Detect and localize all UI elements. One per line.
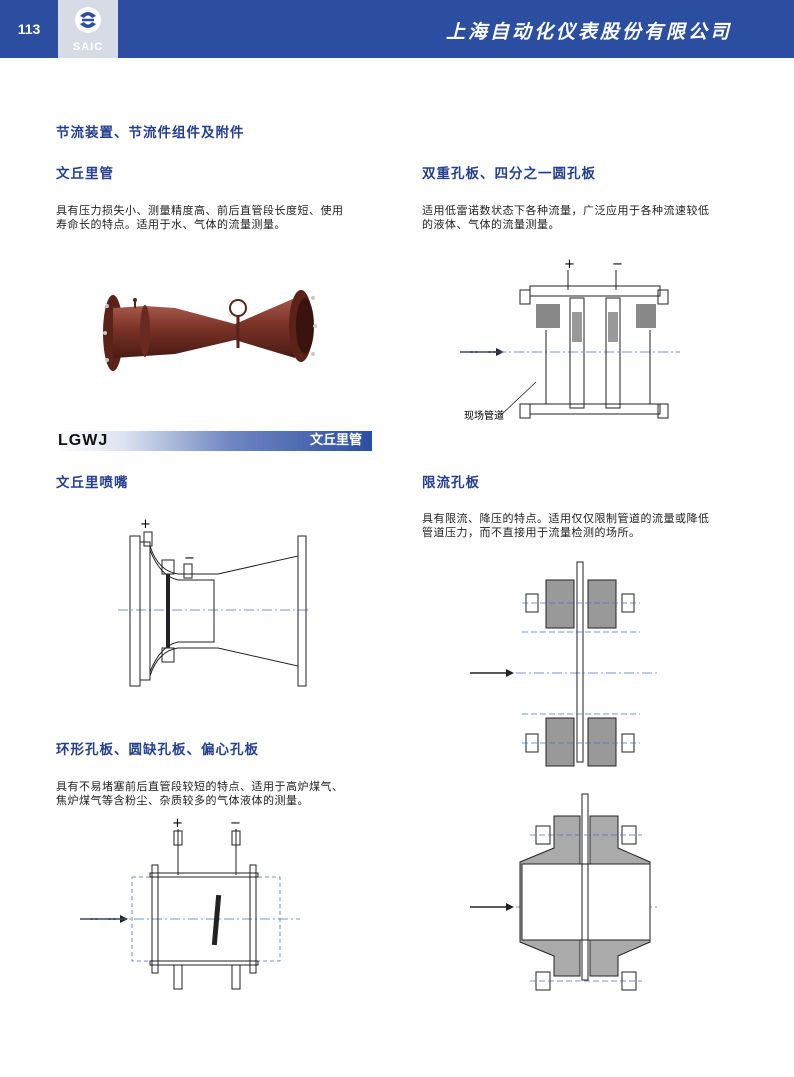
- double-desc-line1: 适用低雷诺数状态下各种流量，广泛应用于各种流速较低: [422, 204, 710, 217]
- logo-text: SAIC: [72, 41, 104, 53]
- limit-title: 限流孔板: [422, 475, 480, 491]
- double-desc-line2: 的液体、气体的流量测量。: [422, 218, 560, 231]
- ring-minus-label: −: [230, 816, 241, 831]
- venturi-desc: 具有压力损失小、测量精度高、前后直管段长度短、使用 寿命长的特点。适用于水、气体…: [56, 204, 344, 232]
- ring-plus-label: +: [172, 816, 183, 831]
- nozzle-plus-label: +: [140, 517, 151, 532]
- double-title: 双重孔板、四分之一圆孔板: [422, 166, 596, 182]
- venturi-desc-line2: 寿命长的特点。适用于水、气体的流量测量。: [56, 218, 286, 231]
- nozzle-diagram: + −: [118, 517, 310, 687]
- ring-desc-line1: 具有不易堵塞前后直管段较短的特点、适用于高炉煤气、: [56, 780, 344, 793]
- ring-desc: 具有不易堵塞前后直管段较短的特点、适用于高炉煤气、 焦炉煤气等含粉尘、杂质较多的…: [56, 780, 344, 808]
- limit-desc-line2: 管道压力，而不直接用于流量检测的场所。: [422, 526, 641, 539]
- company-name: 上海自动化仪表股份有限公司: [445, 21, 732, 43]
- double-pipe-label: 现场管道: [464, 409, 504, 422]
- double-plus-label: +: [564, 257, 575, 272]
- nozzle-minus-label: −: [184, 551, 195, 566]
- saic-logo-icon: [75, 7, 101, 33]
- ring-desc-line2: 焦炉煤气等含粉尘、杂质较多的气体液体的测量。: [56, 794, 309, 807]
- saic-logo: SAIC: [58, 0, 118, 58]
- page-title: 节流装置、节流件组件及附件: [56, 125, 245, 141]
- ring-title: 环形孔板、圆缺孔板、偏心孔板: [56, 742, 259, 758]
- page-number: 113: [17, 21, 41, 37]
- page-header: 113 SAIC 上海自动化仪表股份有限公司: [0, 0, 794, 58]
- limit-desc-line1: 具有限流、降压的特点。适用仅仅限制管道的流量或降低: [422, 512, 710, 525]
- limit-desc: 具有限流、降压的特点。适用仅仅限制管道的流量或降低 管道压力，而不直接用于流量检…: [422, 512, 710, 540]
- nozzle-title: 文丘里喷嘴: [56, 475, 129, 491]
- double-minus-label: −: [612, 257, 623, 272]
- double-orifice-diagram: + − 现场管道: [460, 257, 680, 422]
- double-desc: 适用低雷诺数状态下各种流量，广泛应用于各种流速较低 的液体、气体的流量测量。: [422, 204, 710, 232]
- model-banner: LGWJ 文丘里管: [56, 431, 372, 451]
- venturi-title: 文丘里管: [56, 166, 114, 182]
- venturi-desc-line1: 具有压力损失小、测量精度高、前后直管段长度短、使用: [56, 204, 344, 217]
- banner-model: LGWJ: [58, 432, 109, 449]
- limit-orifice-diagram-bottom: [470, 793, 660, 991]
- limit-orifice-diagram-top: [470, 561, 660, 767]
- ring-orifice-diagram: + −: [80, 816, 300, 990]
- banner-name: 文丘里管: [309, 433, 362, 448]
- venturi-photo: [103, 290, 317, 371]
